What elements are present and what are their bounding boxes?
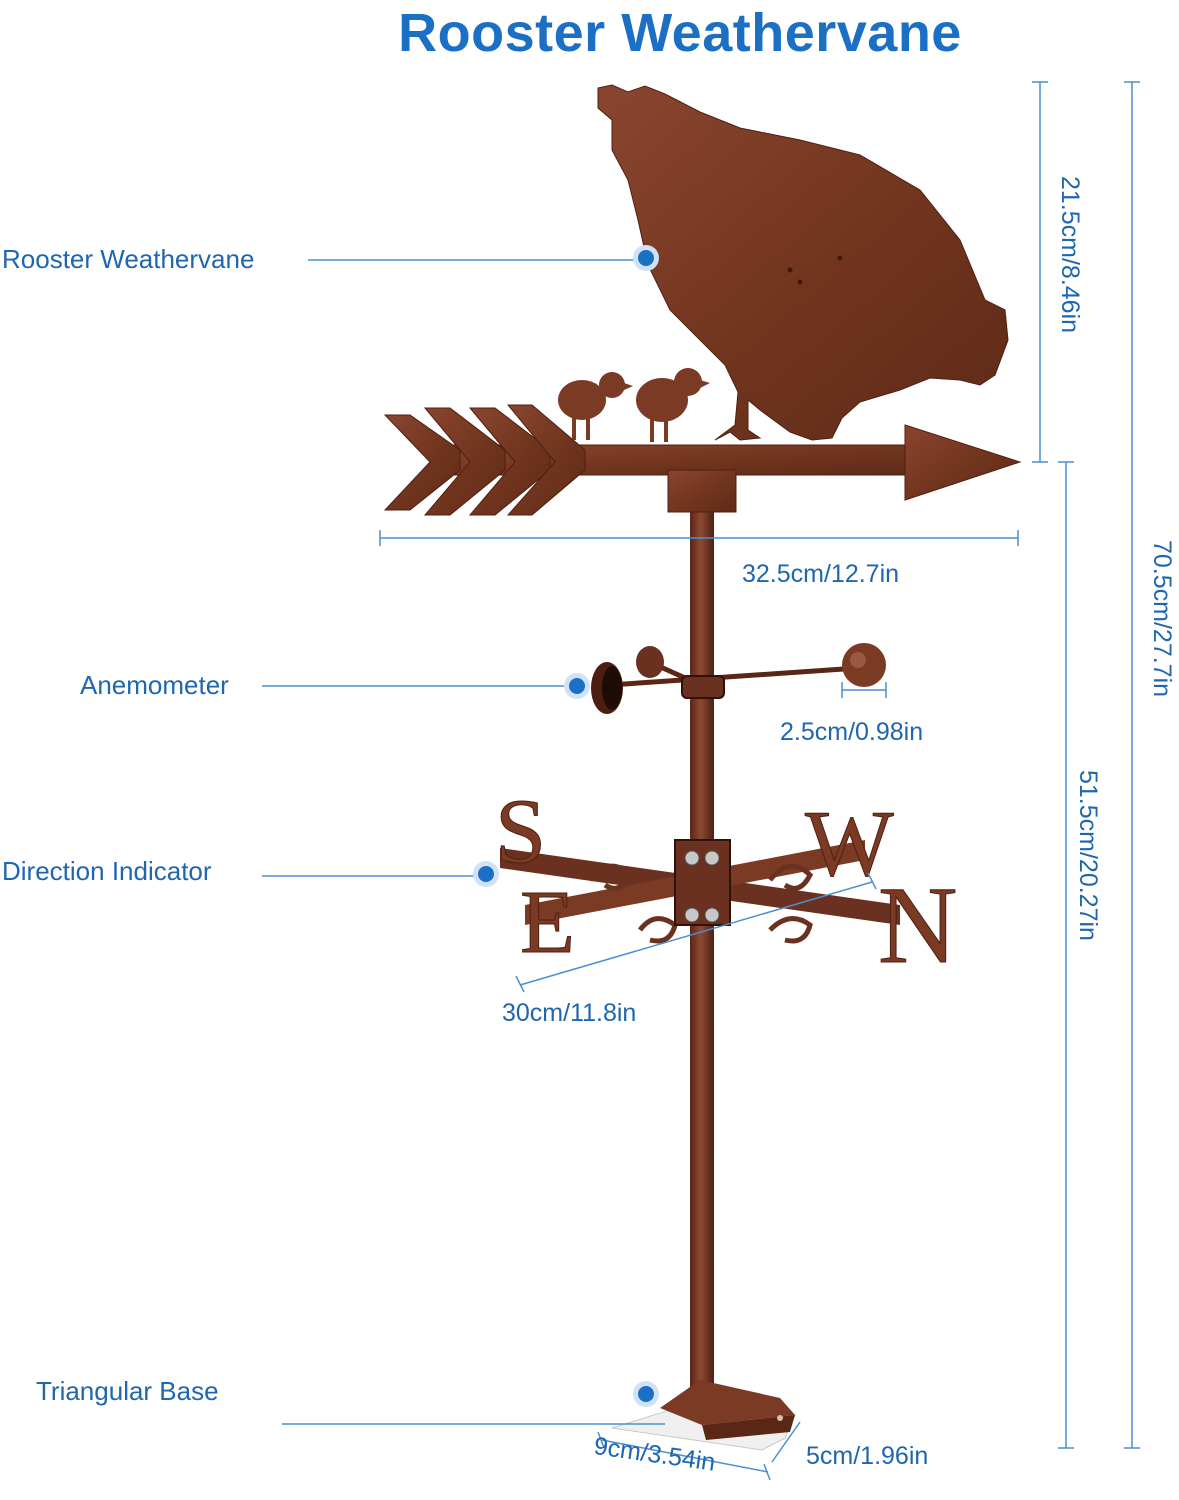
callout-direction xyxy=(262,861,499,887)
chick-left xyxy=(558,372,633,440)
label-anemometer: Anemometer xyxy=(80,670,229,700)
dim-base-width: 5cm/1.96in xyxy=(806,1442,929,1470)
dim-indicator-width: 30cm/11.8in xyxy=(502,999,637,1027)
triangular-base xyxy=(611,1380,796,1451)
dim-cup-diameter: 2.5cm/0.98in xyxy=(780,718,924,746)
page-title: Rooster Weathervane xyxy=(398,3,962,63)
dim-pole-height: 51.5cm/20.27in xyxy=(1074,770,1102,941)
pole xyxy=(690,510,714,1440)
compass-letter-n: N xyxy=(878,864,957,986)
weathervane-arrow xyxy=(383,404,1022,516)
label-direction-indicator: Direction Indicator xyxy=(2,856,212,886)
rooster-silhouette xyxy=(597,84,1009,441)
callout-rooster xyxy=(308,245,659,271)
dim-arrow-width: 32.5cm/12.7in xyxy=(742,560,900,588)
anemometer xyxy=(591,643,886,714)
callout-anemometer xyxy=(262,673,590,699)
label-triangular-base: Triangular Base xyxy=(36,1376,219,1406)
direction-indicator: S W N E xyxy=(495,780,958,987)
compass-letter-e: E xyxy=(520,873,575,972)
dim-total-height: 70.5cm/27.7in xyxy=(1148,540,1176,698)
callout-base xyxy=(282,1381,665,1425)
compass-letter-s: S xyxy=(495,780,546,882)
dim-rooster-height: 21.5cm/8.46in xyxy=(1056,176,1084,334)
label-rooster-weathervane: Rooster Weathervane xyxy=(2,244,255,274)
chick-right xyxy=(636,368,710,442)
compass-letter-w: W xyxy=(805,792,894,896)
dimension-lines xyxy=(379,81,1140,1481)
